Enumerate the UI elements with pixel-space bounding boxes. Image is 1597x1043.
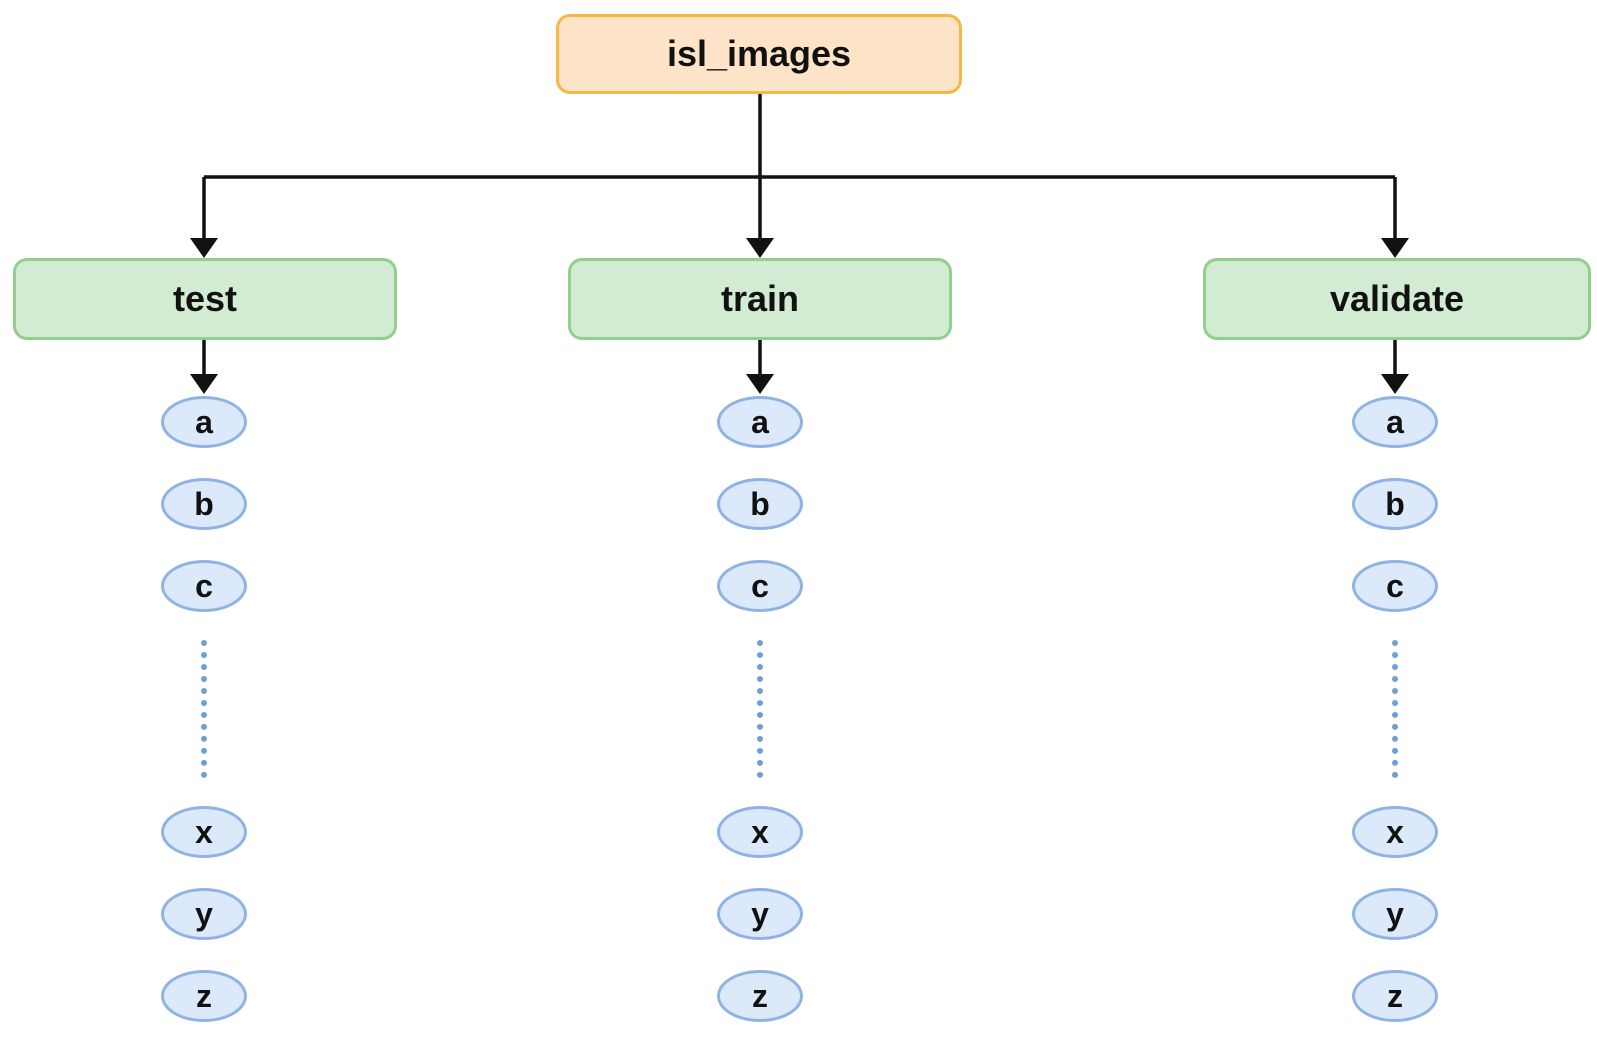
validate-ellipsis-dots: [1392, 640, 1404, 778]
train-leaf-b: b: [717, 478, 803, 530]
arrowhead-train: [746, 238, 774, 258]
test-leaf-y: y: [161, 888, 247, 940]
arrowhead-train-leaf: [746, 374, 774, 394]
train-leaf-a: a: [717, 396, 803, 448]
root-folder-isl-images: isl_images: [556, 14, 962, 94]
root-folder-label: isl_images: [666, 33, 852, 74]
train-leaf-x: x: [717, 806, 803, 858]
test-leaf-a: a: [161, 396, 247, 448]
folder-train-label: train: [720, 278, 799, 319]
train-ellipsis-dots: [757, 640, 769, 778]
validate-leaf-x: x: [1352, 806, 1438, 858]
arrowhead-test: [190, 238, 218, 258]
folder-validate-label: validate: [1329, 278, 1465, 319]
test-ellipsis-dots: [201, 640, 213, 778]
test-leaf-z: z: [161, 970, 247, 1022]
train-leaf-z: z: [717, 970, 803, 1022]
validate-leaf-a: a: [1352, 396, 1438, 448]
arrowhead-validate: [1381, 238, 1409, 258]
train-leaf-c: c: [717, 560, 803, 612]
validate-leaf-z: z: [1352, 970, 1438, 1022]
test-leaf-x: x: [161, 806, 247, 858]
folder-validate: validate: [1203, 258, 1591, 340]
arrowhead-validate-leaf: [1381, 374, 1409, 394]
folder-test: test: [13, 258, 397, 340]
validate-leaf-b: b: [1352, 478, 1438, 530]
folder-test-label: test: [172, 278, 238, 319]
arrowhead-test-leaf: [190, 374, 218, 394]
folder-train: train: [568, 258, 952, 340]
test-leaf-c: c: [161, 560, 247, 612]
train-leaf-y: y: [717, 888, 803, 940]
test-leaf-b: b: [161, 478, 247, 530]
validate-leaf-c: c: [1352, 560, 1438, 612]
validate-leaf-y: y: [1352, 888, 1438, 940]
